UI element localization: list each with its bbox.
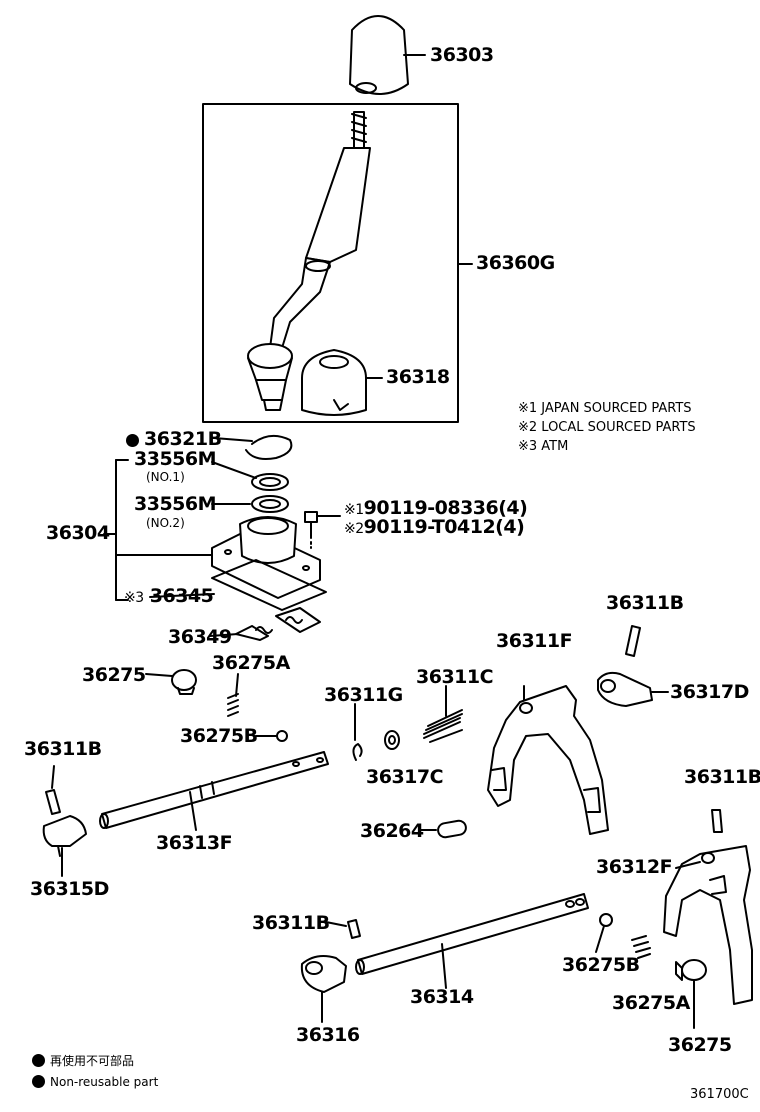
shift-knob-drawing	[349, 15, 426, 95]
label-36312F: 36312F	[596, 856, 673, 878]
gasket-drawing	[149, 559, 327, 611]
bushing-no1-drawing	[211, 461, 289, 491]
slotted-pin-drawing-bottom	[325, 919, 361, 939]
legend-dot-icon	[32, 1054, 45, 1067]
plug-drawing-top	[145, 669, 197, 695]
lever-boot-drawing	[301, 349, 383, 416]
snap-clip-drawing	[352, 703, 363, 761]
detent-spring-drawing-bottom	[631, 935, 651, 959]
label-33556M-no1-sub: (NO.1)	[146, 470, 185, 484]
label-36315D: 36315D	[30, 878, 109, 900]
snap-ring-drawing	[213, 434, 293, 460]
note-atm: ※3 ATM	[518, 439, 569, 454]
legend-non-reusable-jp: 再使用不可部品	[32, 1054, 134, 1067]
label-36317C: 36317C	[366, 766, 444, 788]
shift-lever-drawing	[247, 111, 371, 411]
label-36311C: 36311C	[416, 666, 494, 688]
label-36275-bottom: 36275	[668, 1034, 732, 1056]
label-36311B-right: 36311B	[684, 766, 760, 788]
shift-shaft-upper-drawing	[99, 751, 329, 831]
label-36303: 36303	[430, 44, 494, 66]
group-bracket-36304	[103, 459, 215, 601]
label-36360G: 36360G	[476, 252, 555, 274]
label-33556M-no1: 33556M	[134, 448, 217, 470]
figure-code: 361700C	[690, 1087, 749, 1102]
label-36311G: 36311G	[324, 684, 403, 706]
label-36316: 36316	[296, 1024, 360, 1046]
label-bolt-90119-08336: ※190119-08336(4)	[344, 497, 528, 519]
label-36314: 36314	[410, 986, 474, 1008]
label-36275A-bottom: 36275A	[612, 992, 690, 1014]
label-36275A-top: 36275A	[212, 652, 290, 674]
label-36321B: 36321B	[126, 430, 222, 449]
label-36317D: 36317D	[670, 681, 749, 703]
slotted-pin-drawing-topright	[625, 625, 641, 657]
label-36313F: 36313F	[156, 832, 233, 854]
detent-ball-drawing-top	[255, 730, 288, 742]
interlock-pin-drawing	[419, 819, 467, 839]
label-bolt-90119-T0412: ※290119-T0412(4)	[344, 516, 525, 538]
note-japan-sourced: ※1 JAPAN SOURCED PARTS	[518, 401, 692, 416]
detent-spring-drawing-top	[227, 673, 239, 717]
label-36311F: 36311F	[496, 630, 573, 652]
plug-drawing-bottom	[675, 959, 707, 1029]
shift-head-bottom-drawing	[300, 955, 347, 1023]
legend-dot-icon	[32, 1075, 45, 1088]
slotted-pin-drawing-left	[45, 765, 61, 815]
label-33556M-no2: 33556M	[134, 493, 217, 515]
label-36311B-left: 36311B	[24, 738, 102, 760]
label-33556M-no2-sub: (NO.2)	[146, 516, 185, 530]
label-36304: 36304	[46, 522, 110, 544]
label-36345: ※3 36345	[124, 585, 214, 607]
label-36318: 36318	[386, 366, 450, 388]
label-36349: 36349	[168, 626, 232, 648]
non-reusable-dot-icon	[126, 434, 139, 447]
shift-shaft-lower-drawing	[355, 893, 589, 989]
label-36264: 36264	[360, 820, 424, 842]
shift-fork-1-2-drawing	[487, 685, 609, 835]
shift-head-drawing	[597, 671, 669, 707]
detent-ball-drawing-bottom	[595, 913, 613, 953]
lever-retainer-drawing	[211, 516, 321, 599]
label-36275B-bottom: 36275B	[562, 954, 640, 976]
shift-head-left-drawing	[42, 815, 87, 877]
label-36311B-topright: 36311B	[606, 592, 684, 614]
lever-box-drawing	[202, 103, 473, 423]
lever-springs-drawing	[209, 607, 321, 641]
bushing-no2-drawing	[211, 495, 289, 513]
washer-drawing	[384, 730, 400, 750]
shift-fork-3-4-drawing	[663, 845, 753, 1005]
label-36275B-top: 36275B	[180, 725, 258, 747]
legend-non-reusable-en: Non-reusable part	[32, 1075, 158, 1088]
note-local-sourced: ※2 LOCAL SOURCED PARTS	[518, 420, 696, 435]
label-36311B-bottom: 36311B	[252, 912, 330, 934]
retainer-bolt-drawing	[304, 511, 341, 549]
slotted-pin-drawing-right	[711, 809, 723, 833]
label-36275-top: 36275	[82, 664, 146, 686]
compression-spring-drawing	[423, 685, 463, 743]
